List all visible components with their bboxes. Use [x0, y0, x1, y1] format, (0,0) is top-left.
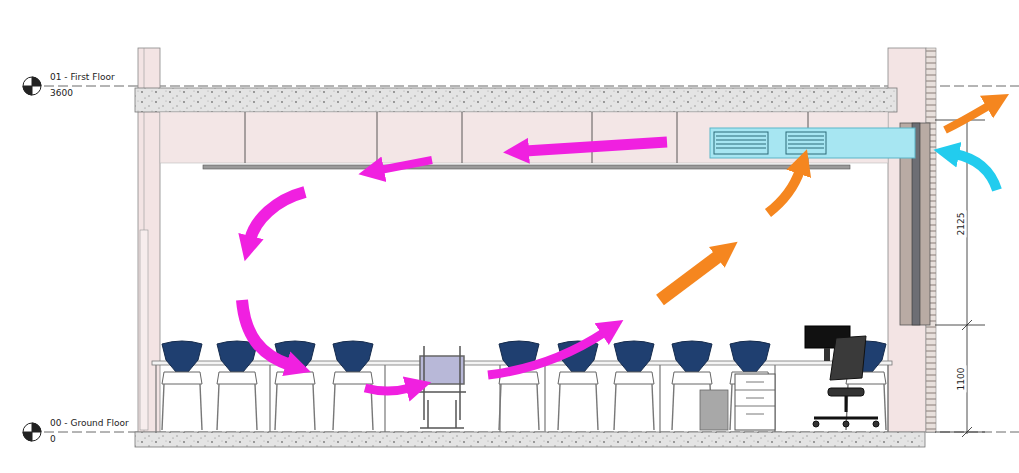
- chair: [162, 341, 202, 430]
- level-name: 00 - Ground Floor: [50, 419, 129, 429]
- chair: [217, 341, 257, 430]
- chair: [499, 341, 539, 430]
- chair: [614, 341, 654, 430]
- level-name: 01 - First Floor: [50, 73, 115, 83]
- level-height: 3600: [50, 89, 73, 99]
- dimension-value: 1100: [956, 366, 966, 393]
- chair: [275, 341, 315, 430]
- dimension-value: 2125: [956, 211, 966, 238]
- level-height: 0: [50, 435, 56, 445]
